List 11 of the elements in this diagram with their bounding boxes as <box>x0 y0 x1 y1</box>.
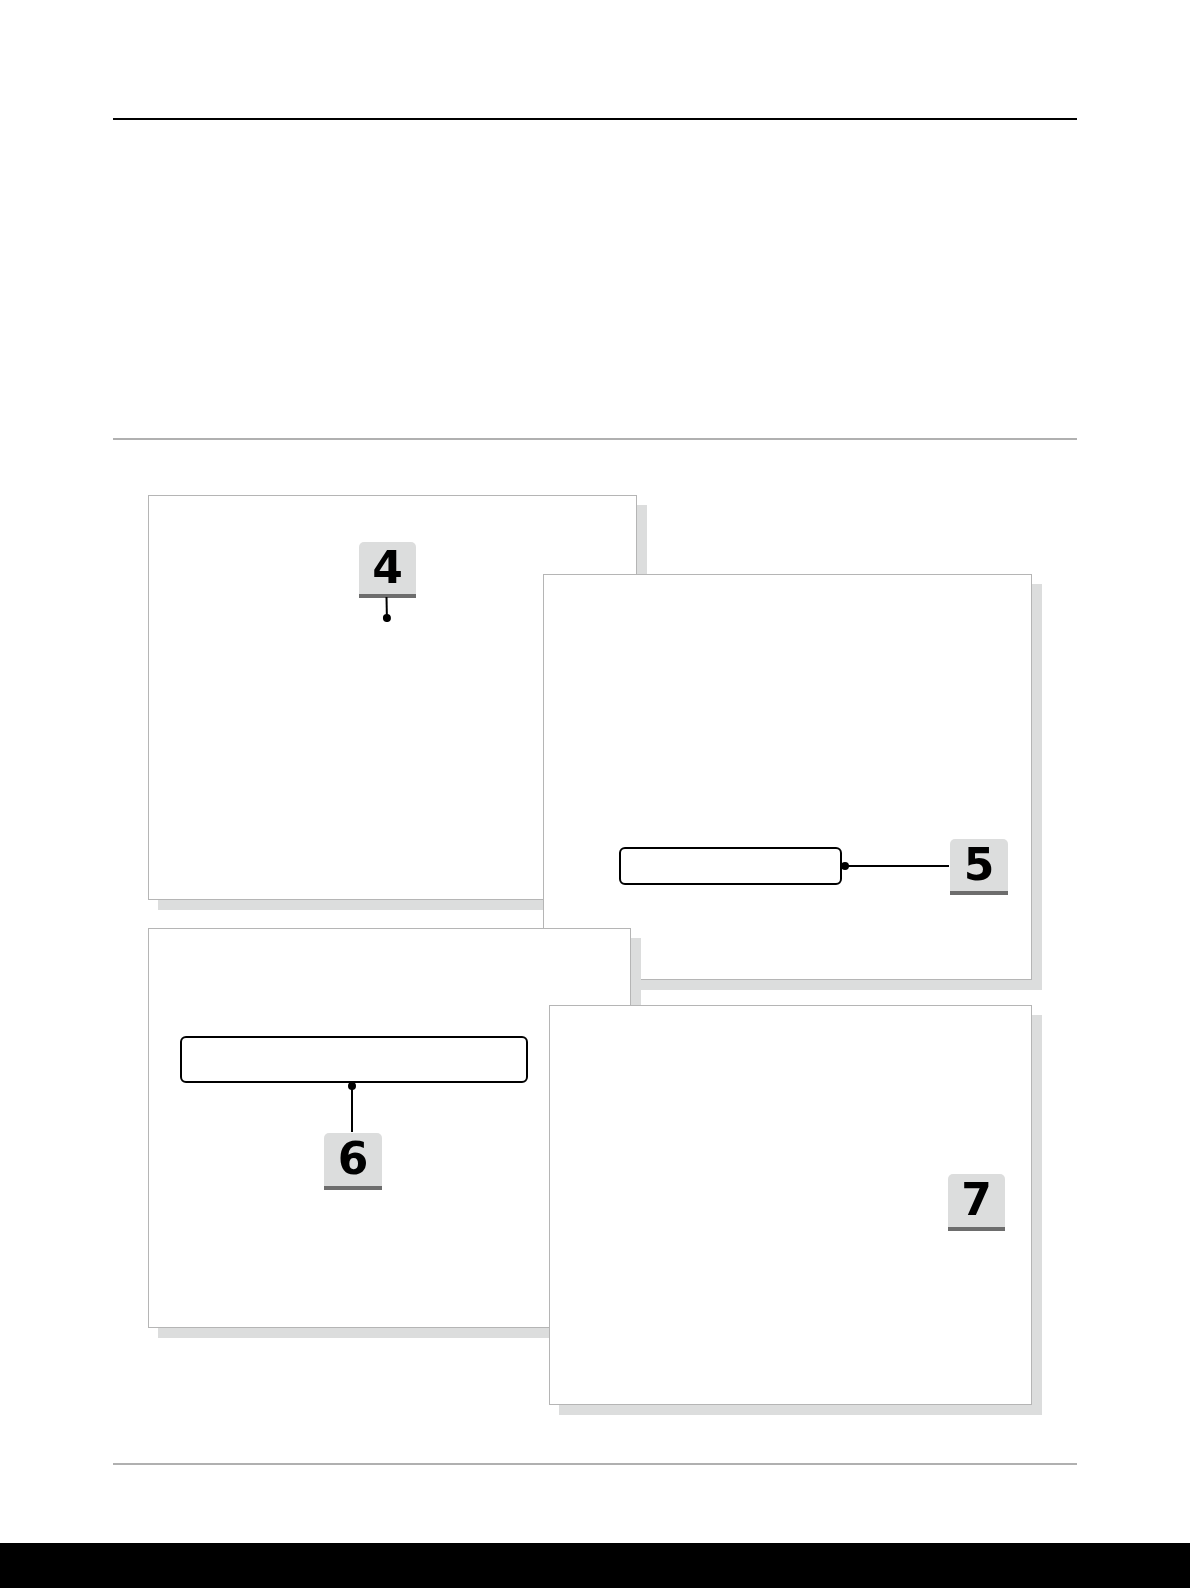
callout-number: 4 <box>359 542 416 598</box>
rounded-bar <box>619 847 842 885</box>
illustration-panel <box>543 574 1032 980</box>
callout-number: 7 <box>948 1174 1005 1231</box>
callout-number: 5 <box>950 839 1008 895</box>
leader-line <box>382 596 391 623</box>
illustration-panel <box>549 1005 1032 1405</box>
callout-number: 6 <box>324 1133 382 1190</box>
rounded-bar <box>180 1036 528 1083</box>
leader-line <box>840 862 950 870</box>
leader-line <box>348 1081 356 1133</box>
